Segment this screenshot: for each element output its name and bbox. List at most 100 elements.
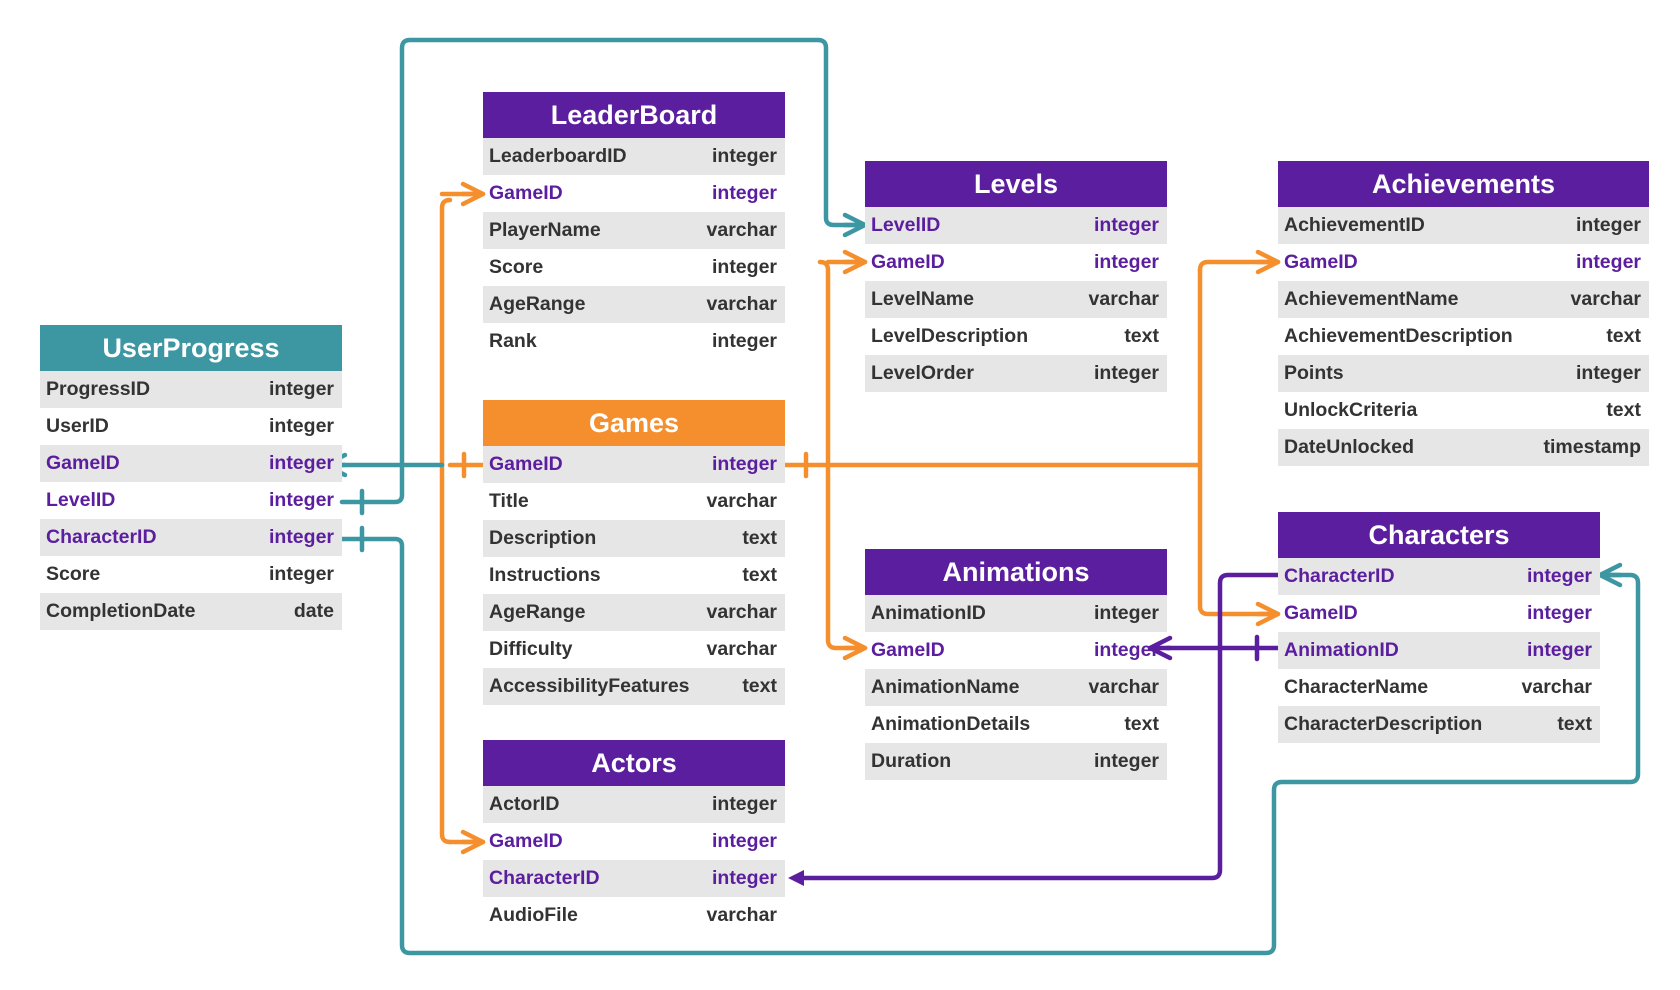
levels-table-title: Levels	[865, 161, 1167, 207]
field-name: UnlockCriteria	[1284, 399, 1418, 421]
table-row[interactable]: DateUnlocked timestamp	[1278, 429, 1649, 466]
table-row[interactable]: AchievementName varchar	[1278, 281, 1649, 318]
field-type: integer	[1093, 214, 1159, 236]
field-name: GameID	[1284, 602, 1358, 624]
field-name: AchievementName	[1284, 288, 1459, 310]
field-type: varchar	[706, 219, 777, 241]
table-row[interactable]: AchievementDescription text	[1278, 318, 1649, 355]
field-type: text	[1606, 325, 1641, 347]
field-name: CharacterName	[1284, 676, 1429, 698]
field-type: integer	[711, 182, 777, 204]
field-type: integer	[268, 415, 334, 437]
field-type: date	[293, 600, 334, 622]
field-name: AchievementID	[1284, 214, 1425, 236]
field-type: text	[742, 564, 777, 586]
table-row[interactable]: Instructions text	[483, 557, 785, 594]
table-row[interactable]: Title varchar	[483, 483, 785, 520]
field-name: AccessibilityFeatures	[489, 675, 690, 697]
field-type: integer	[268, 378, 334, 400]
field-type: varchar	[706, 638, 777, 660]
characters-table-title: Characters	[1278, 512, 1600, 558]
field-name: AudioFile	[489, 904, 578, 926]
field-name: Duration	[871, 750, 952, 772]
actors-characterid-arrow	[788, 870, 804, 886]
field-name: LevelID	[46, 489, 116, 511]
field-name: Instructions	[489, 564, 601, 586]
field-type: integer	[1093, 602, 1159, 624]
leaderboard-gameid-crowfoot	[460, 181, 486, 207]
field-type: varchar	[1088, 288, 1159, 310]
field-name: CharacterID	[46, 526, 157, 548]
field-type: varchar	[706, 490, 777, 512]
field-type: varchar	[1570, 288, 1641, 310]
leaderboard-table-title: LeaderBoard	[483, 92, 785, 138]
characters-gameid-crowfoot	[1255, 601, 1281, 627]
field-type: integer	[1526, 565, 1592, 587]
field-name: DateUnlocked	[1284, 436, 1415, 458]
field-type: timestamp	[1543, 436, 1641, 458]
field-name: Title	[489, 490, 529, 512]
actors-table-title: Actors	[483, 740, 785, 786]
field-name: GameID	[46, 452, 120, 474]
field-type: text	[1124, 325, 1159, 347]
table-row[interactable]: AnimationID integer	[865, 595, 1167, 632]
field-name: CharacterID	[489, 867, 600, 889]
actors-gameid-crowfoot	[460, 829, 486, 855]
field-type: integer	[711, 453, 777, 475]
field-name: AnimationID	[871, 602, 986, 624]
field-name: Rank	[489, 330, 537, 352]
field-type: integer	[711, 145, 777, 167]
field-name: AchievementDescription	[1284, 325, 1513, 347]
